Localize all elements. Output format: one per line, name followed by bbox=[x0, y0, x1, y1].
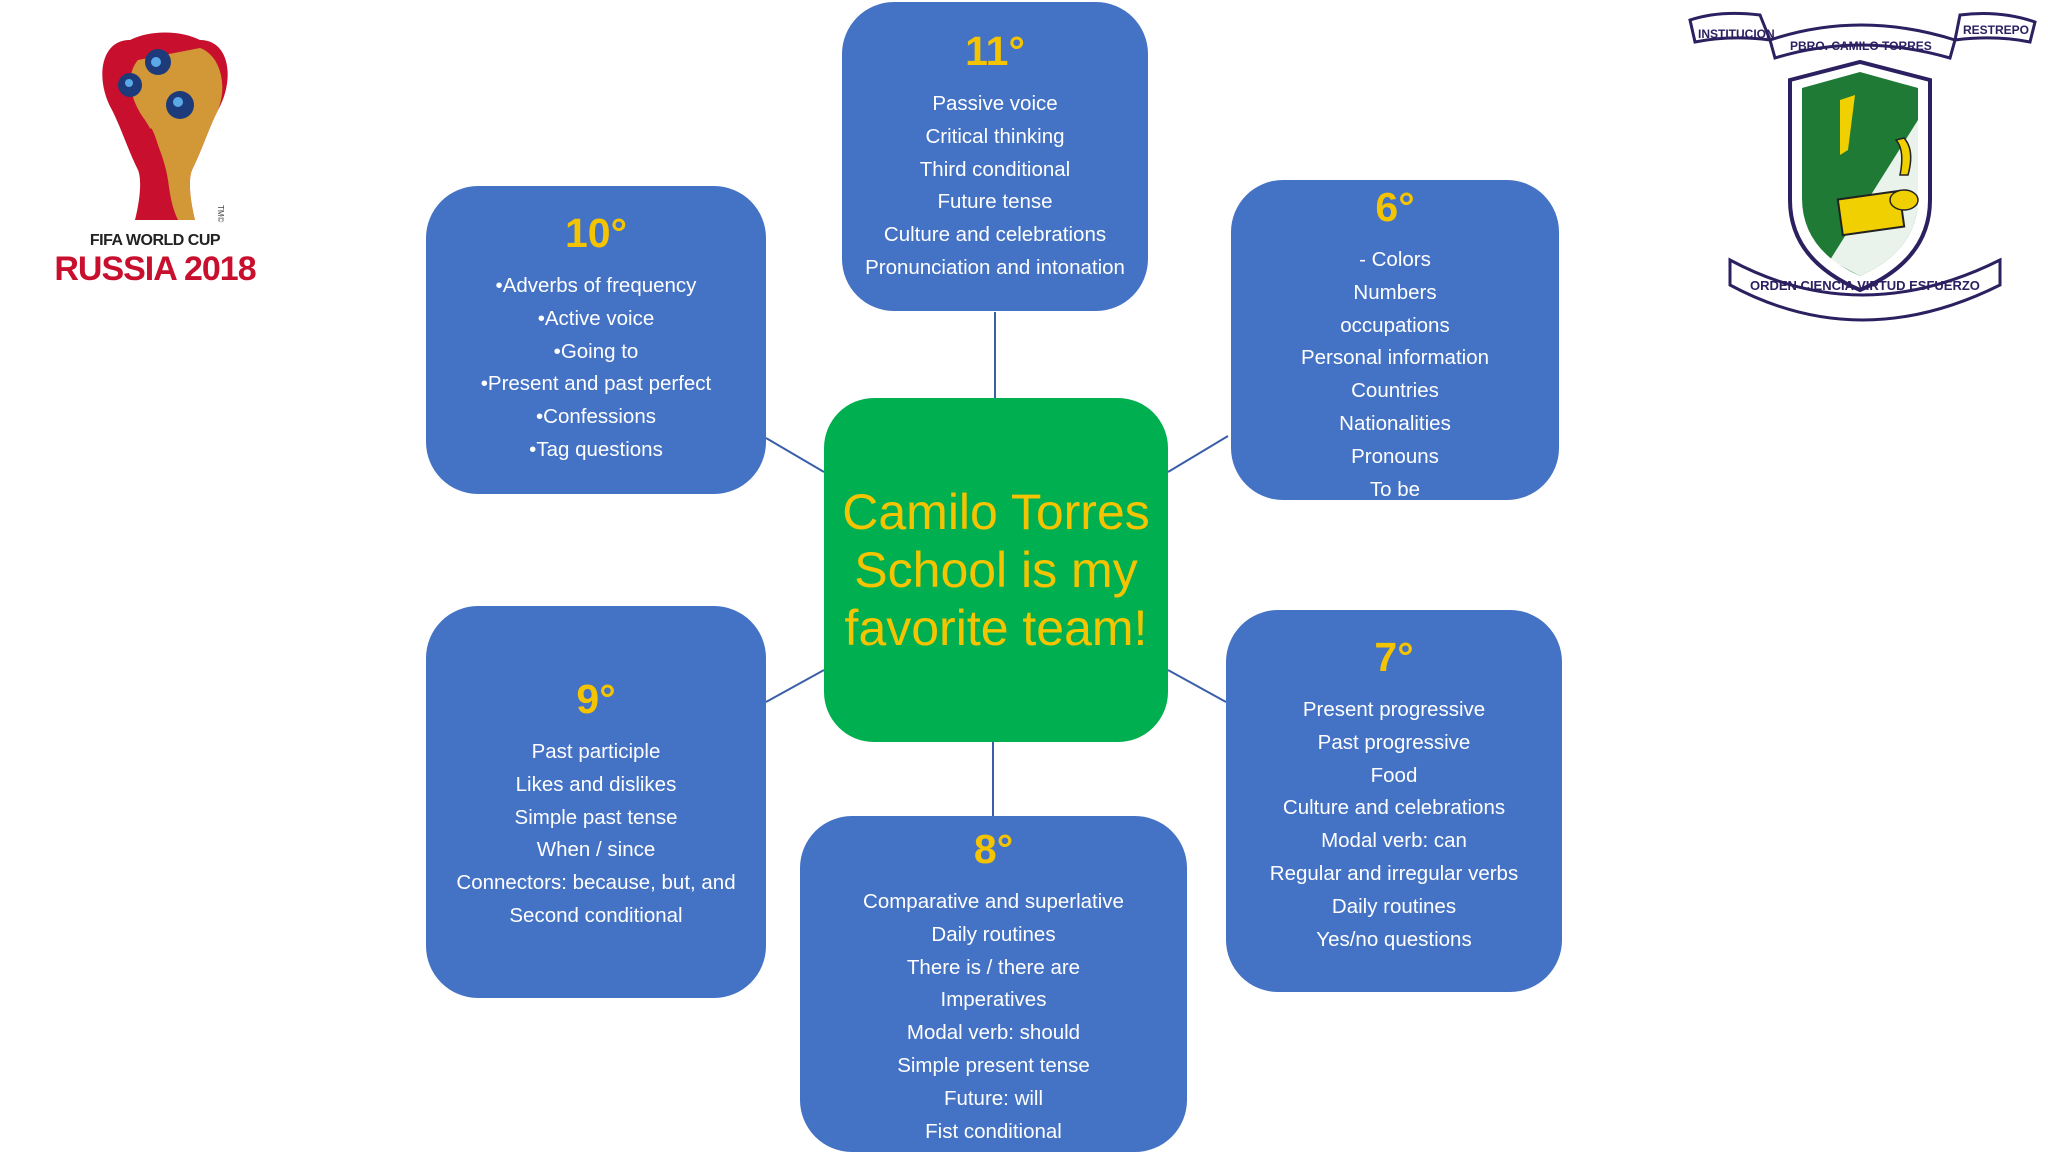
grade-7-item: Food bbox=[1370, 763, 1418, 787]
center-node: Camilo Torres School is my favorite team… bbox=[824, 398, 1168, 742]
grade-9-item: When / since bbox=[536, 838, 656, 862]
grade-7-item: Daily routines bbox=[1331, 894, 1457, 918]
grade-8-item: Imperatives bbox=[940, 988, 1047, 1012]
connector-9 bbox=[765, 669, 825, 703]
grade-8-title: 8° bbox=[973, 826, 1014, 872]
crest-banner-left: INSTITUCION bbox=[1698, 27, 1775, 41]
grade-6-item: occupations bbox=[1340, 313, 1450, 337]
grade-9-item: Connectors: because, but, and bbox=[456, 871, 736, 895]
grade-11-item: Passive voice bbox=[932, 92, 1058, 115]
grade-6-box: 6° - Colors Numbers occupations Personal… bbox=[1231, 180, 1559, 501]
fifa-tm: TM© bbox=[216, 205, 225, 223]
grade-9-title: 9° bbox=[576, 676, 616, 722]
grade-7-box: 7° Present progressive Past progressive … bbox=[1226, 610, 1562, 992]
grade-10-item: •Going to bbox=[553, 339, 639, 363]
grade-11-item: Future tense bbox=[937, 190, 1053, 214]
grade-11-item: Culture and celebrations bbox=[883, 223, 1107, 247]
grade-9-item: Past participle bbox=[531, 740, 661, 763]
grade-6-item: Personal information bbox=[1300, 346, 1489, 370]
grade-7-item: Culture and celebrations bbox=[1282, 796, 1506, 820]
grade-8-item: Daily routines bbox=[931, 922, 1056, 946]
grade-11-item: Third conditional bbox=[919, 157, 1071, 181]
grade-10-item: •Adverbs of frequency bbox=[495, 274, 697, 297]
grade-7-title: 7° bbox=[1374, 634, 1414, 680]
connector-10 bbox=[765, 437, 825, 473]
crest-banner-right: RESTREPO bbox=[1963, 23, 2029, 37]
grade-6-item: Nationalities bbox=[1339, 411, 1451, 435]
grade-11-item: Pronunciation and intonation bbox=[865, 255, 1125, 279]
grade-7-item: Regular and irregular verbs bbox=[1269, 861, 1519, 885]
center-title: Camilo Torres School is my favorite team… bbox=[842, 484, 1150, 656]
grade-7-item: Present progressive bbox=[1302, 698, 1486, 721]
grade-10-item: •Tag questions bbox=[529, 437, 663, 461]
grade-6-item: Numbers bbox=[1353, 280, 1437, 304]
grade-8-box: 8° Comparative and superlative Daily rou… bbox=[800, 816, 1187, 1152]
grade-11-item: Critical thinking bbox=[925, 124, 1065, 148]
school-crest-icon: INSTITUCION PBRO. CAMILO TORRES RESTREPO… bbox=[1688, 11, 2037, 322]
world-cup-trophy-icon: TM© bbox=[102, 32, 228, 223]
grade-10-item: •Confessions bbox=[535, 405, 656, 429]
grade-6-item: Countries bbox=[1351, 379, 1439, 403]
grade-11-box: 11° Passive voice Critical thinking Thir… bbox=[842, 2, 1148, 311]
fifa-wordmark-line1: FIFA WORLD CUP bbox=[89, 232, 221, 249]
grade-8-item: Modal verb: should bbox=[906, 1021, 1081, 1045]
grade-10-item: •Active voice bbox=[537, 306, 655, 330]
grade-8-item: Comparative and superlative bbox=[863, 890, 1124, 913]
grade-10-box: 10° •Adverbs of frequency •Active voice … bbox=[426, 186, 766, 494]
fifa-wordmark-line2: RUSSIA 2018 bbox=[54, 250, 256, 288]
grade-8-item: Future: will bbox=[943, 1086, 1044, 1110]
grade-10-title: 10° bbox=[564, 210, 627, 256]
grade-6-title: 6° bbox=[1375, 184, 1415, 230]
grade-8-item: Fist conditional bbox=[925, 1119, 1062, 1143]
grade-7-item: Modal verb: can bbox=[1321, 829, 1467, 853]
grade-9-item: Likes and dislikes bbox=[515, 772, 677, 796]
grade-6-item: - Colors bbox=[1359, 248, 1431, 271]
grade-7-item: Past progressive bbox=[1317, 730, 1471, 754]
grade-8-item: There is / there are bbox=[906, 955, 1081, 979]
connector-6 bbox=[1167, 435, 1229, 473]
grade-11-title: 11° bbox=[965, 28, 1025, 74]
grade-7-item: Yes/no questions bbox=[1316, 927, 1472, 951]
grade-9-item: Second conditional bbox=[509, 903, 683, 927]
connector-7 bbox=[1167, 669, 1227, 703]
grade-6-item: Pronouns bbox=[1351, 444, 1439, 468]
grade-10-item: •Present and past perfect bbox=[480, 372, 712, 396]
grade-8-item: Simple present tense bbox=[897, 1053, 1090, 1077]
grade-6-item: To be bbox=[1369, 477, 1421, 501]
grade-9-item: Simple past tense bbox=[514, 805, 678, 829]
grade-9-box: 9° Past participle Likes and dislikes Si… bbox=[426, 606, 766, 998]
crest-motto: ORDEN CIENCIA VIRTUD ESFUERZO bbox=[1750, 278, 1980, 293]
crest-banner-center: PBRO. CAMILO TORRES bbox=[1790, 39, 1932, 53]
